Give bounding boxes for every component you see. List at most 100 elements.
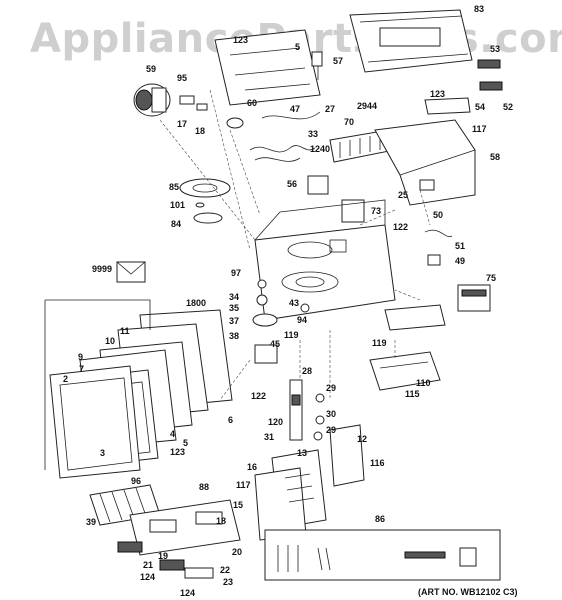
callout-53: 53 (490, 44, 500, 54)
callout-16: 16 (247, 462, 257, 472)
callout-5: 5 (295, 42, 300, 52)
callout-12: 12 (357, 434, 367, 444)
callout-88: 88 (199, 482, 209, 492)
control-panel-part (254, 424, 365, 541)
callout-labels: 83 123 5 57 53 52 59 95 17 18 60 47 27 1… (63, 4, 513, 598)
callout-97: 97 (231, 268, 241, 278)
callout-117b: 117 (236, 480, 251, 490)
callout-123a: 123 (233, 35, 248, 45)
art-number: (ART NO. WB12102 C3) (418, 587, 518, 597)
stirrer-motor-part (341, 199, 365, 223)
callout-86: 86 (375, 514, 385, 524)
plate-119-part (384, 304, 446, 331)
switch-30-part (315, 415, 325, 425)
callout-3: 3 (100, 448, 105, 458)
callout-122a: 122 (393, 222, 408, 232)
callout-58: 58 (490, 152, 500, 162)
callout-38: 38 (229, 331, 239, 341)
door-assembly-part (49, 309, 233, 479)
callout-9999: 9999 (92, 264, 112, 274)
callout-96: 96 (131, 476, 141, 486)
tab-53-part (477, 59, 501, 69)
bottom-plate-part (369, 351, 441, 391)
vent-grille-part (349, 9, 473, 73)
callout-31: 31 (264, 432, 274, 442)
callout-124a: 124 (140, 572, 155, 582)
callout-4: 4 (170, 429, 175, 439)
callout-85: 85 (169, 182, 179, 192)
thermistor-lead-part (424, 229, 453, 238)
callout-1240: 1240 (310, 144, 330, 154)
callout-23: 23 (223, 577, 233, 587)
callout-60: 60 (247, 98, 257, 108)
callout-54: 54 (475, 102, 485, 112)
callout-30: 30 (326, 409, 336, 419)
turntable-motor-part (252, 313, 278, 327)
callout-11: 11 (120, 326, 130, 336)
callout-123c: 123 (170, 447, 185, 457)
switch-29-part (315, 393, 325, 403)
drive-coupler-part (257, 279, 267, 289)
callout-25: 25 (398, 190, 408, 200)
callout-56: 56 (287, 179, 297, 189)
door-latch-part (289, 379, 303, 441)
control-mount-part (214, 29, 321, 106)
callout-5b: 5 (183, 438, 188, 448)
lamp-part (226, 117, 244, 129)
callout-37: 37 (229, 316, 239, 326)
callout-29b: 29 (326, 425, 336, 435)
callout-83: 83 (474, 4, 484, 14)
callout-117a: 117 (472, 124, 487, 134)
callout-28: 28 (302, 366, 312, 376)
roller-ring-part (193, 212, 223, 224)
callout-9: 9 (78, 352, 83, 362)
callout-49: 49 (455, 256, 465, 266)
sensor-part (307, 175, 329, 195)
callout-20: 20 (232, 547, 242, 557)
callout-59: 59 (146, 64, 156, 74)
damper-part (424, 97, 471, 115)
hardware-kit-box (264, 529, 501, 581)
callout-122b: 122 (251, 391, 266, 401)
callout-123b: 123 (430, 89, 445, 99)
callout-73: 73 (371, 206, 381, 216)
callout-52: 52 (503, 102, 513, 112)
callout-29a: 29 (326, 383, 336, 393)
callout-18: 18 (195, 126, 205, 136)
leader-lines (159, 89, 431, 401)
callout-75: 75 (486, 273, 496, 283)
callout-34: 34 (229, 292, 239, 302)
callout-2: 2 (63, 374, 68, 384)
callout-94: 94 (297, 315, 307, 325)
callout-47: 47 (290, 104, 300, 114)
wire-harness-part (249, 145, 316, 153)
callout-119b: 119 (372, 338, 387, 348)
transformer-part (457, 284, 491, 312)
callout-35: 35 (229, 303, 239, 313)
callout-50: 50 (433, 210, 443, 220)
callout-2944: 2944 (357, 101, 377, 111)
literature-envelope-part (116, 261, 146, 283)
callout-19: 19 (158, 551, 168, 561)
tab-52-part (479, 81, 503, 91)
coupler-part (195, 202, 205, 208)
callout-45: 45 (270, 339, 280, 349)
callout-124b: 124 (180, 588, 195, 598)
callout-120: 120 (268, 417, 283, 427)
callout-6: 6 (228, 415, 233, 425)
callout-7: 7 (79, 364, 84, 374)
callout-21: 21 (143, 560, 153, 570)
door-bracket-line (45, 299, 151, 330)
callout-22: 22 (220, 565, 230, 575)
wire-lead-part (261, 111, 321, 120)
roller-support-part (256, 294, 268, 306)
fuse-holder-part (300, 303, 310, 313)
callout-17: 17 (177, 119, 187, 129)
thermistor-part (427, 254, 441, 266)
callout-39: 39 (86, 517, 96, 527)
relay-board-part (254, 344, 278, 364)
callout-10: 10 (105, 336, 115, 346)
turntable-tray-part (179, 178, 231, 198)
switch-29b-part (313, 431, 323, 441)
callout-70: 70 (344, 117, 354, 127)
